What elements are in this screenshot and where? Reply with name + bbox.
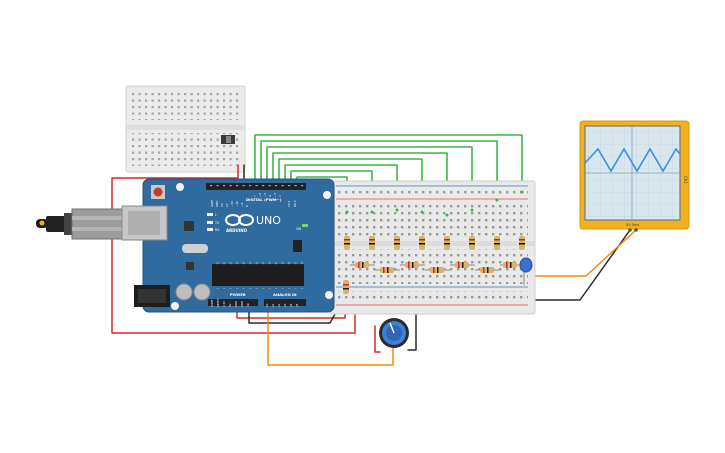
pin-label-a1: A1 [271,303,275,307]
resistor-8 [519,236,525,250]
resistor-4 [419,236,425,250]
tx-label: TX [214,221,220,225]
pin-label-d5: ~5 [263,193,267,197]
scope-bottom-label: 0V 5ms [626,223,639,227]
pin-label-d13: 13 [220,203,224,207]
main-breadboard[interactable] [329,180,536,315]
scope-waveform [584,147,681,173]
pin-label-3v3: 3.3V [222,301,226,307]
pin-label-a0: A0 [265,303,269,307]
pin-label-a4: A4 [289,303,293,307]
board-model: UNO [256,214,281,227]
resistor-5 [444,236,450,250]
pin-label-d8: 8 [245,205,249,207]
pin-label-gnd2: GND [240,301,244,307]
pin-label-reset: RESET [216,298,220,307]
arduino-uno-board[interactable]: UNO ARDUINO DIGITAL (PWM~) POWER ANALOG … [36,178,335,313]
resistor-3 [394,236,400,250]
oscilloscope[interactable]: Ch1 0V 5ms [579,120,690,232]
pin-label-ioref: IOREF [210,299,214,307]
rx-label: RX [215,228,220,232]
pin-label-d2: 2 [278,195,282,197]
resistor-h5 [450,262,475,268]
atmega-chip [212,264,304,286]
horizontal-resistors[interactable] [343,262,522,294]
pin-label-gnd-top: GND [215,201,219,207]
l-label: L [215,213,217,217]
resistor-7 [494,236,500,250]
digital-label: DIGITAL (PWM~) [246,197,282,202]
pin-label-vin: Vin [246,303,250,307]
resistor-h1 [350,262,375,268]
pin-label-d12: 12 [225,203,229,207]
pin-label-d11: ~11 [230,201,234,207]
pin-label-d0: RX 0 [293,200,297,207]
pin-label-d7: 7 [253,195,257,197]
pin-label-d6: ~6 [258,193,262,197]
arduino-logo [225,214,254,226]
pin-label-a5: A5 [295,303,299,307]
wire-endpoints [345,190,524,217]
resistor-h3 [400,262,425,268]
resistor-h8 [343,280,349,294]
resistor-1 [344,236,350,250]
pin-label-gnd1: GND [234,301,238,307]
board-brand: ARDUINO [226,228,248,233]
resistor-h7 [500,262,522,268]
vertical-resistors[interactable] [344,236,525,250]
pin-label-d10: ~10 [235,201,239,207]
pin-label-d4: 4 [268,195,272,197]
resistor-h4 [425,267,450,273]
signal-wires[interactable] [267,229,637,366]
resistor-6 [469,236,475,250]
resistor-h6 [475,267,500,273]
power-header[interactable] [208,299,258,306]
pin-label-d9: ~9 [240,203,244,207]
analog-label: ANALOG IN [273,292,297,297]
analog-header[interactable] [264,299,306,306]
scope-probe-neg[interactable] [628,228,632,232]
potentiometer[interactable] [379,318,409,348]
capacitor[interactable] [519,257,533,285]
pin-label-d1: TX 1 [287,200,291,208]
resistor-h2 [375,267,400,273]
on-label: ON [296,227,302,231]
scope-side-label: Ch1 [683,176,688,184]
pin-label-aref: AREF [210,199,214,207]
pin-label-a2: A2 [277,303,281,307]
pin-label-d3: ~3 [273,193,277,197]
mini-breadboard[interactable] [125,85,246,173]
pin-label-5v: 5V [228,303,232,307]
resistor-2 [369,236,375,250]
power-label: POWER [230,292,246,297]
pin-label-a3: A3 [283,303,287,307]
scope-probe-pos[interactable] [634,228,638,232]
